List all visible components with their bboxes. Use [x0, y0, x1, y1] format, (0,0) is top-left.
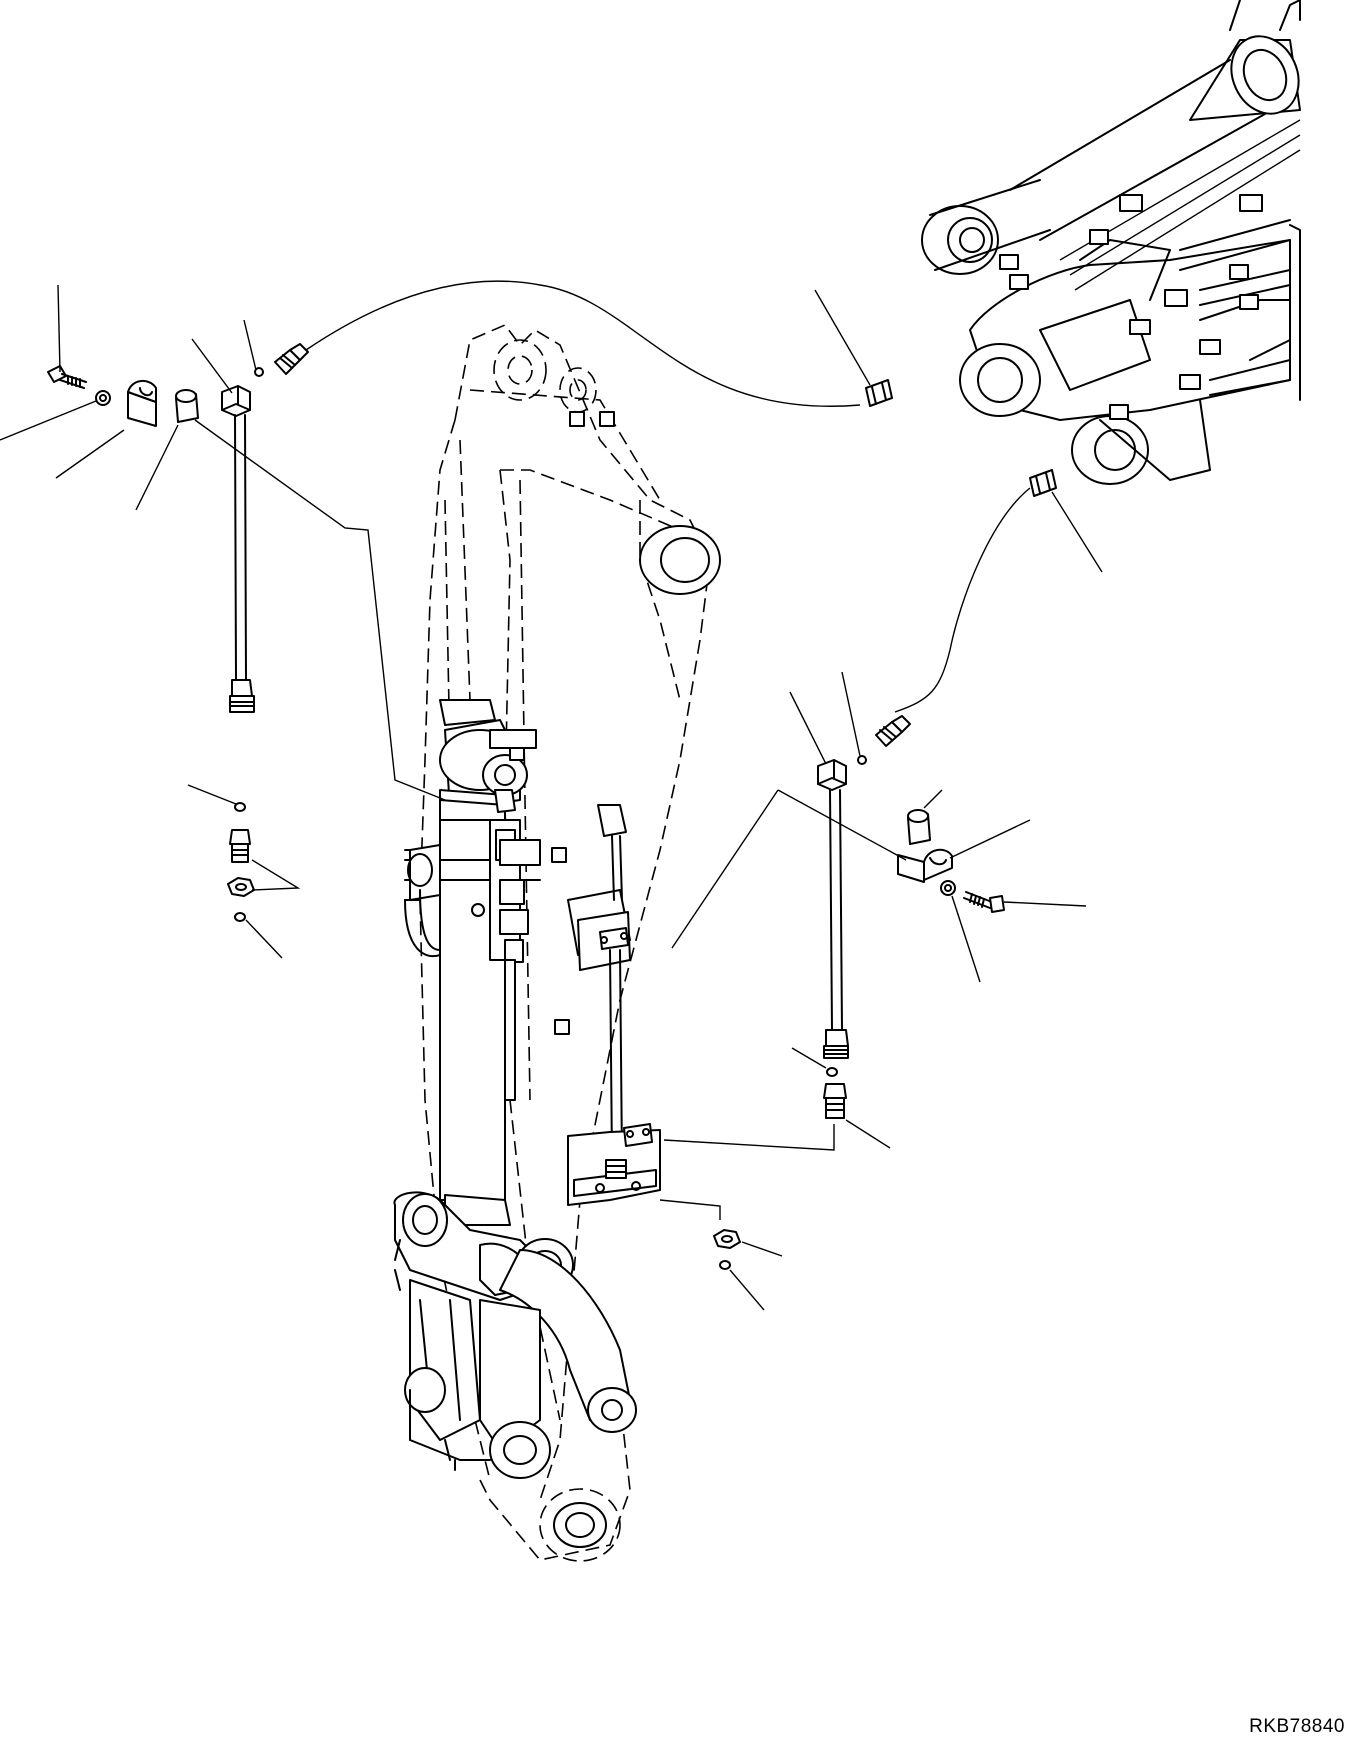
- bolt-right: [963, 891, 1005, 913]
- hose-connector-right: [1029, 469, 1057, 497]
- bushing-right: [907, 809, 931, 845]
- clamp-right: [897, 848, 953, 883]
- washer-right: [940, 880, 956, 896]
- hose-end-right: [875, 715, 911, 747]
- o-ring-right: [857, 755, 867, 765]
- left-hose-assembly: [0, 280, 893, 959]
- bolt-upper-left: [47, 365, 87, 389]
- elbow-fitting-right: [817, 759, 847, 791]
- hose-end-upper-left: [274, 343, 309, 375]
- bucket-linkage: [393, 1191, 637, 1479]
- o-ring-left-a: [234, 802, 246, 812]
- adapter-lower-right: [823, 1083, 847, 1119]
- arm-cylinder: [404, 699, 541, 1226]
- o-ring-upper-left: [254, 367, 264, 377]
- o-ring-left-b: [234, 912, 246, 922]
- o-ring-lower: [719, 1260, 731, 1270]
- hose-connector-top: [865, 379, 893, 407]
- arm-tube-brackets: [567, 804, 661, 1206]
- elbow-fitting-upper-left: [221, 385, 251, 417]
- drawing-code-label: RKB78840: [1249, 1716, 1345, 1737]
- o-ring-lower-right: [826, 1067, 838, 1077]
- clamp-upper-left: [127, 380, 157, 427]
- nut-left: [227, 877, 255, 897]
- washer-upper-left: [95, 390, 111, 406]
- boom-head-assembly: [921, 0, 1301, 485]
- adapter-left: [229, 829, 251, 863]
- nut-lower: [713, 1229, 741, 1249]
- bushing-upper-left: [175, 389, 199, 423]
- right-hose-assembly: [659, 289, 1103, 1311]
